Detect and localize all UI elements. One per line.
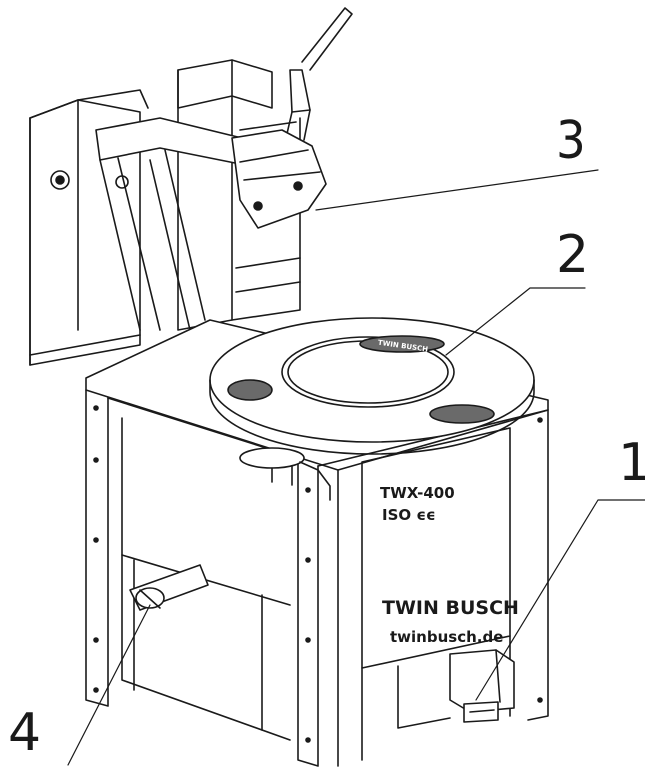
foot-pedal <box>449 649 515 723</box>
panel-url: twinbusch.de <box>390 628 503 646</box>
callout-4: 4 <box>8 703 41 763</box>
inflation-post <box>239 447 331 501</box>
leader-1 <box>475 499 645 701</box>
leader-3 <box>315 169 599 211</box>
panel-model: TWX-400 <box>380 484 455 502</box>
handle <box>285 7 353 141</box>
callout-2: 2 <box>556 225 589 285</box>
callout-1: 1 <box>618 433 645 493</box>
leader-4 <box>67 604 151 766</box>
bead-breaker-shoe <box>231 129 327 229</box>
panel-cert: ISO ϵϵ <box>382 506 436 524</box>
rear-housing <box>29 89 149 366</box>
callout-numbers: 3 2 1 4 <box>8 111 645 763</box>
leader-2 <box>445 287 586 356</box>
bead-breaker-cylinder <box>129 564 209 611</box>
leader-lines <box>67 169 645 766</box>
callout-3: 3 <box>556 111 586 171</box>
panel-brand: TWIN BUSCH <box>382 597 519 619</box>
